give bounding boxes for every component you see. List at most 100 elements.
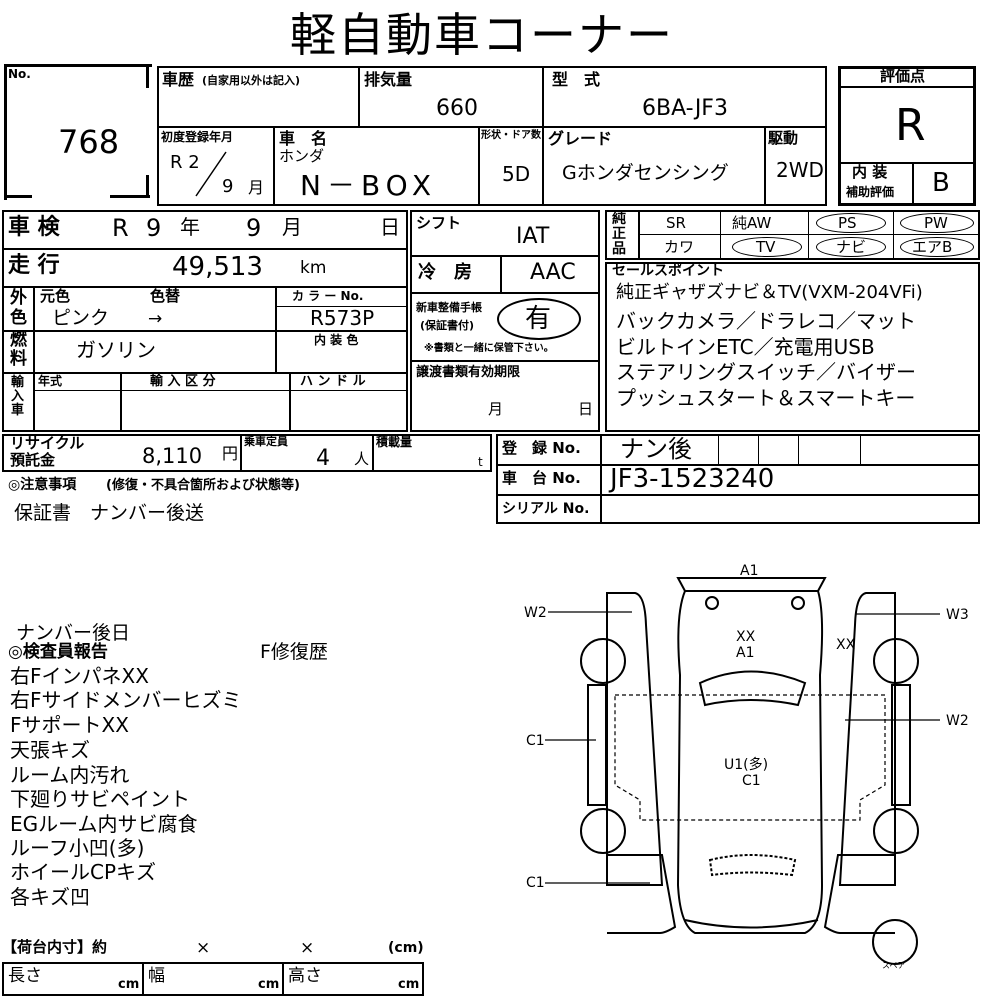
windshield [698,670,807,707]
grade-value: Gホンダセンシング [562,162,729,184]
recycle-label-2: 預託金 [10,451,56,469]
wheel-front-left [580,638,626,684]
shift-value: IAT [516,224,550,249]
history-label: 車歴 [162,70,195,89]
capacity-unit: 人 [354,450,370,468]
fuel-label-1: 燃 [10,330,27,350]
serial-no-label: シリアル No. [502,501,590,517]
cargo-height-unit: cm [398,977,420,992]
grade-label: グレード [548,129,613,148]
first-reg-month-unit: 月 [248,178,265,197]
body-outline [676,590,824,934]
right-sill [891,684,911,806]
notes-sub: (修復・不具合箇所および状態等) [106,478,300,493]
inspection-label: 車 検 [8,215,60,240]
equipment-label: 純正品 [612,211,626,257]
equip-sr: SR [666,214,686,232]
ac-value: AAC [530,260,576,285]
inspection-month-unit: 月 [282,215,302,239]
exterior-label-1: 外 [10,288,27,308]
registration-details [2,210,408,432]
equip-ps: PS [838,214,857,232]
front-bumper [676,577,827,592]
cargo-x1: × [196,938,211,958]
manual-label-1: 新車整備手帳 [416,301,482,314]
diagram-c1-left: C1 [526,733,545,749]
color-change-arrow: → [148,309,163,329]
model-label: 型 式 [552,70,601,89]
notes-label: ◎注意事項 [8,477,77,493]
inspector-line-10: 各キズ凹 [10,885,90,909]
inspector-line-2: 右Fサイドメンバーヒズミ [10,688,242,712]
sales-points-block [605,262,980,432]
color-change-label: 色替 [150,287,181,305]
color-no-label: カ ラ ー No. [292,289,364,303]
load-label: 積載量 [376,435,413,449]
equip-navi: ナビ [836,238,867,256]
diagram-a1-center: A1 [736,645,755,661]
inspector-line-7: EGルーム内サビ腐食 [10,812,198,836]
page-title: 軽自動車コーナー [290,8,674,62]
repair-history: F修復歴 [260,641,328,663]
left-sill [587,684,607,806]
rating-label: 評価点 [880,67,926,85]
color-no-value: R573P [310,306,375,330]
diagram-a1-top: A1 [740,563,759,579]
interior-rating-label-2: 補助評価 [846,185,895,199]
recycle-row [2,434,492,472]
equip-alloy-wheels: 純AW [732,214,772,232]
equip-tv-circle [732,237,802,257]
lot-box [4,64,152,200]
import-year-label: 年式 [38,374,63,388]
inspector-line-6: 下廻りサビペイント [10,787,190,811]
cargo-width-label: 幅 [148,966,165,986]
exterior-color-value: ピンク [52,307,110,329]
equip-pw: PW [924,214,948,232]
interior-color-label: 内 装 色 [314,333,359,347]
shift-ac-block [410,210,600,432]
displacement-label: 排気量 [364,70,413,89]
sales-point-2: バックカメラ／ドラレコ／マット [616,309,916,333]
rating-value: R [895,100,926,151]
import-class-label: 輸 入 区 分 [150,374,216,389]
cargo-height-label: 高さ [288,966,322,986]
diagram-u1: U1(多) [724,757,769,773]
inspection-year-unit: 年 [180,215,200,239]
cargo-x2: × [300,938,315,958]
shape-value: 5D [502,162,531,186]
sales-point-1: 純正ギャザズナビ＆TV(VXM-204VFi) [616,282,923,303]
wheel-front-right [873,638,919,684]
recycle-label-1: リサイクル [10,434,85,452]
left-front-door [606,592,664,886]
inspection-day-unit: 日 [380,215,400,239]
exterior-label-2: 色 [10,308,27,328]
diagram-spare-label: スペア [882,961,906,970]
manual-label-2: (保証書付) [420,319,475,332]
diagram-xx-center: XX [736,629,756,645]
diagram-w2-right: W2 [946,713,969,729]
cargo-dimensions-row [2,962,424,996]
rear-window [708,854,797,877]
lot-number: 768 [58,123,120,161]
equip-airbag-circle [900,237,974,257]
inspector-top-note: ナンバー後日 [16,622,131,644]
inspector-line-8: ルーフ小凹(多) [10,836,145,860]
vehicle-info-grid [157,66,827,206]
first-reg-year: R 2 [170,152,200,173]
chassis-no-value: JF3-1523240 [610,464,775,494]
manual-value: 有 [525,304,552,334]
rating-box [838,66,976,206]
spare-tire [872,919,918,965]
recycle-unit: 円 [222,444,239,463]
inspector-line-9: ホイールCPキズ [10,860,157,884]
transfer-label: 譲渡書類有効期限 [416,365,521,380]
sales-point-5: プッシュスタート＆スマートキー [616,386,916,410]
drive-value: 2WD [776,158,824,182]
diagram-c1-bottom: C1 [526,875,545,891]
ac-label: 冷 房 [418,262,472,283]
capacity-label: 乗車定員 [244,435,288,448]
load-unit: t [478,455,483,469]
interior-rating-label-1: 内 装 [852,163,888,181]
transfer-month-unit: 月 [488,400,504,418]
displacement-value: 660 [436,96,478,121]
